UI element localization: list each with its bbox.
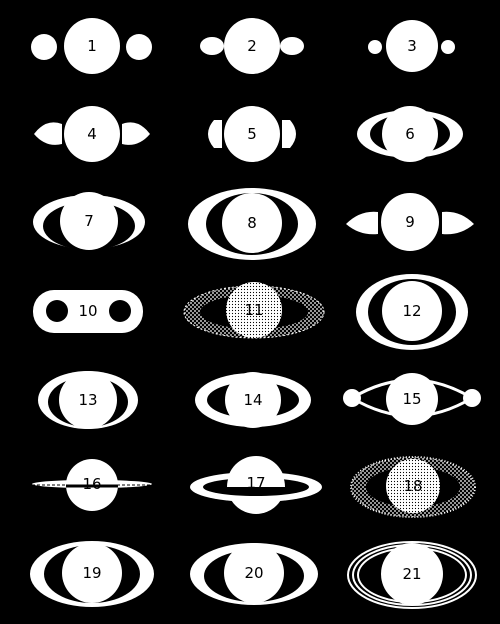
figure-label: 19 (82, 564, 101, 582)
figure-label: 11 (244, 301, 263, 319)
figure-20: 20 (190, 543, 318, 605)
figure-label: 14 (243, 391, 262, 409)
figure-7: 7 (33, 192, 145, 250)
figure-label: 1 (87, 37, 97, 55)
figure-15: 15 (343, 373, 481, 425)
figure-label: 16 (82, 475, 101, 493)
figure-label: 13 (78, 391, 97, 409)
figure-4: 4 (34, 106, 150, 162)
figure-5: 5 (208, 106, 296, 162)
figure-10: 10 (33, 290, 143, 333)
figure-label: 3 (407, 37, 417, 55)
figure-label: 10 (78, 302, 97, 320)
figure-19: 19 (30, 541, 154, 607)
figure-2: 2 (200, 18, 304, 74)
figure-1: 1 (31, 18, 152, 74)
figure-17: 17 (190, 456, 322, 514)
figure-8: 8 (188, 188, 316, 260)
figure-label: 9 (405, 213, 415, 231)
figure-6: 6 (357, 106, 463, 162)
figure-label: 12 (402, 302, 421, 320)
figure-label: 15 (402, 390, 421, 408)
figure-12: 12 (356, 274, 468, 350)
figure-13: 13 (38, 371, 138, 429)
figure-label: 18 (403, 477, 422, 495)
figure-21: 21 (347, 541, 477, 609)
figure-label: 2 (247, 37, 257, 55)
figure-label: 21 (402, 565, 421, 583)
figure-11: 11 (183, 282, 325, 339)
figure-9: 9 (346, 193, 474, 251)
figure-label: 6 (405, 125, 415, 143)
figure-label: 20 (244, 564, 263, 582)
figure-label: 5 (247, 125, 257, 143)
figure-label: 17 (246, 474, 265, 492)
figure-label: 8 (247, 214, 257, 232)
figure-16: 16 (32, 459, 152, 511)
figure-18: 18 (350, 456, 476, 518)
figure-label: 4 (87, 125, 97, 143)
figure-label: 7 (84, 212, 94, 230)
figure-14: 14 (195, 372, 311, 428)
figure-3: 3 (368, 20, 455, 72)
